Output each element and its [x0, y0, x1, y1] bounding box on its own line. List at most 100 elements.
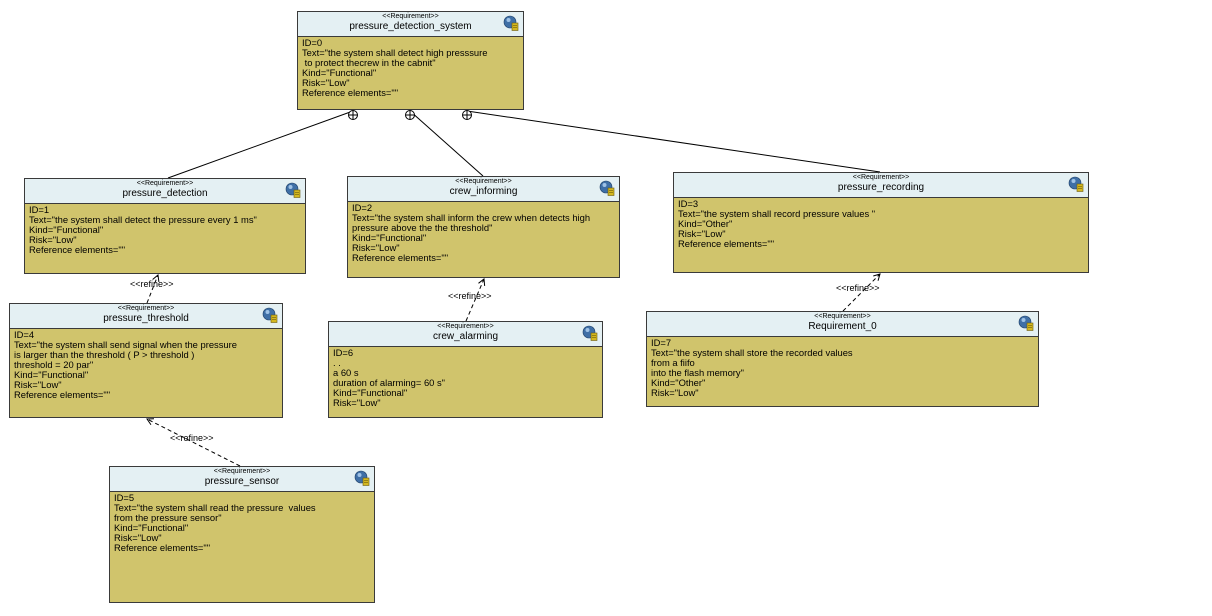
requirement-name: crew_informing [449, 186, 518, 197]
property-line: Risk="Low" [651, 387, 699, 398]
stereotype-label: <<Requirement>> [213, 468, 271, 475]
property-line: Kind="Functional" [302, 67, 377, 78]
property-line: Risk="Low" [333, 397, 381, 408]
requirement-name: pressure_recording [837, 182, 925, 193]
property-line: Text="the system shall detect the pressu… [29, 214, 257, 225]
property-line: Risk="Low" [14, 379, 62, 390]
property-line: from a fiifo [651, 357, 695, 368]
refine-arrowhead-icon [152, 274, 160, 283]
stereotype-label: <<Requirement>> [382, 13, 439, 20]
property-line: . . [333, 357, 341, 368]
property-line: Text="the system shall record pressure v… [678, 208, 876, 219]
stereotype-label: <<Requirement>> [117, 305, 175, 312]
property-line: ID=1 [29, 204, 50, 215]
requirement-header: <<Requirement>>pressure_detection_system [298, 12, 523, 37]
property-line: Reference elements="" [114, 542, 211, 553]
property-line: Text="the system shall send signal when … [14, 339, 237, 350]
requirement-header: <<Requirement>>crew_informing [348, 177, 619, 202]
requirement-icon [354, 470, 370, 486]
property-line: Kind="Functional" [14, 369, 89, 380]
refine-label: <<refine>> [130, 279, 174, 289]
containment-line [466, 110, 881, 173]
requirement-name: Requirement_0 [808, 321, 877, 332]
property-line: ID=4 [14, 329, 35, 340]
requirement-header: <<Requirement>>pressure_recording [674, 173, 1088, 198]
refine-arrowhead-icon [146, 418, 155, 426]
property-line: Kind="Functional" [333, 387, 408, 398]
property-line: a 60 s [333, 367, 359, 378]
refine-label: <<refine>> [170, 433, 214, 443]
requirement-header: <<Requirement>>pressure_sensor [110, 467, 374, 492]
requirement-name: pressure_detection [122, 188, 208, 199]
requirement-icon [1018, 315, 1034, 331]
refine-line [146, 274, 159, 304]
refine-arrowhead-icon [873, 273, 881, 281]
stereotype-label: <<Requirement>> [455, 178, 512, 185]
property-line: Reference elements="" [29, 244, 126, 255]
requirement-header: <<Requirement>>crew_alarming [329, 322, 602, 347]
requirement-icon [582, 325, 598, 341]
stereotype-label: <<Requirement>> [814, 313, 871, 320]
property-line: Reference elements="" [14, 389, 111, 400]
property-line: duration of alarming= 60 s" [333, 377, 445, 388]
property-line: ID=5 [114, 492, 135, 503]
property-line: Reference elements="" [352, 252, 449, 263]
property-line: ID=7 [651, 337, 672, 348]
refine-line [465, 278, 485, 322]
requirement-box-pressure-detection-system[interactable]: <<Requirement>>pressure_detection_system… [297, 11, 524, 110]
property-line: Reference elements="" [678, 238, 775, 249]
requirement-icon [599, 180, 615, 196]
requirement-header: <<Requirement>>Requirement_0 [647, 312, 1038, 337]
property-line: ID=2 [352, 202, 373, 213]
property-line: into the flash memory" [651, 367, 744, 378]
property-line: ID=6 [333, 347, 354, 358]
refine-line [842, 273, 881, 312]
property-line: Kind="Functional" [114, 522, 189, 533]
refine-label: <<refine>> [836, 283, 880, 293]
refine-line [146, 418, 241, 467]
property-line: Risk="Low" [352, 242, 400, 253]
property-line: Reference elements="" [302, 87, 399, 98]
containment-line [167, 110, 354, 179]
stereotype-label: <<Requirement>> [852, 174, 910, 181]
property-line: Kind="Functional" [352, 232, 427, 243]
requirement-icon [503, 15, 519, 31]
property-line: Text="the system shall store the recorde… [651, 347, 853, 358]
stereotype-label: <<Requirement>> [437, 323, 494, 330]
stereotype-label: <<Requirement>> [136, 180, 194, 187]
property-line: from the pressure sensor" [114, 512, 222, 523]
requirement-name: pressure_detection_system [349, 21, 472, 32]
requirement-name: pressure_sensor [204, 476, 280, 487]
property-line: ID=3 [678, 198, 699, 209]
property-line: threshold = 20 par" [14, 359, 94, 370]
refine-label: <<refine>> [448, 291, 492, 301]
requirement-header: <<Requirement>>pressure_detection [25, 179, 305, 204]
property-line: Kind="Other" [678, 218, 733, 229]
requirement-icon [285, 182, 301, 198]
requirement-icon [1068, 176, 1084, 192]
property-line: Risk="Low" [678, 228, 726, 239]
property-line: Kind="Other" [651, 377, 706, 388]
property-line: Risk="Low" [114, 532, 162, 543]
property-line: Text="the system shall read the pressure… [114, 502, 316, 513]
property-line: Risk="Low" [302, 77, 350, 88]
property-line: to protect thecrew in the cabnit" [302, 57, 436, 68]
requirement-header: <<Requirement>>pressure_threshold [10, 304, 282, 329]
property-line: Kind="Functional" [29, 224, 104, 235]
